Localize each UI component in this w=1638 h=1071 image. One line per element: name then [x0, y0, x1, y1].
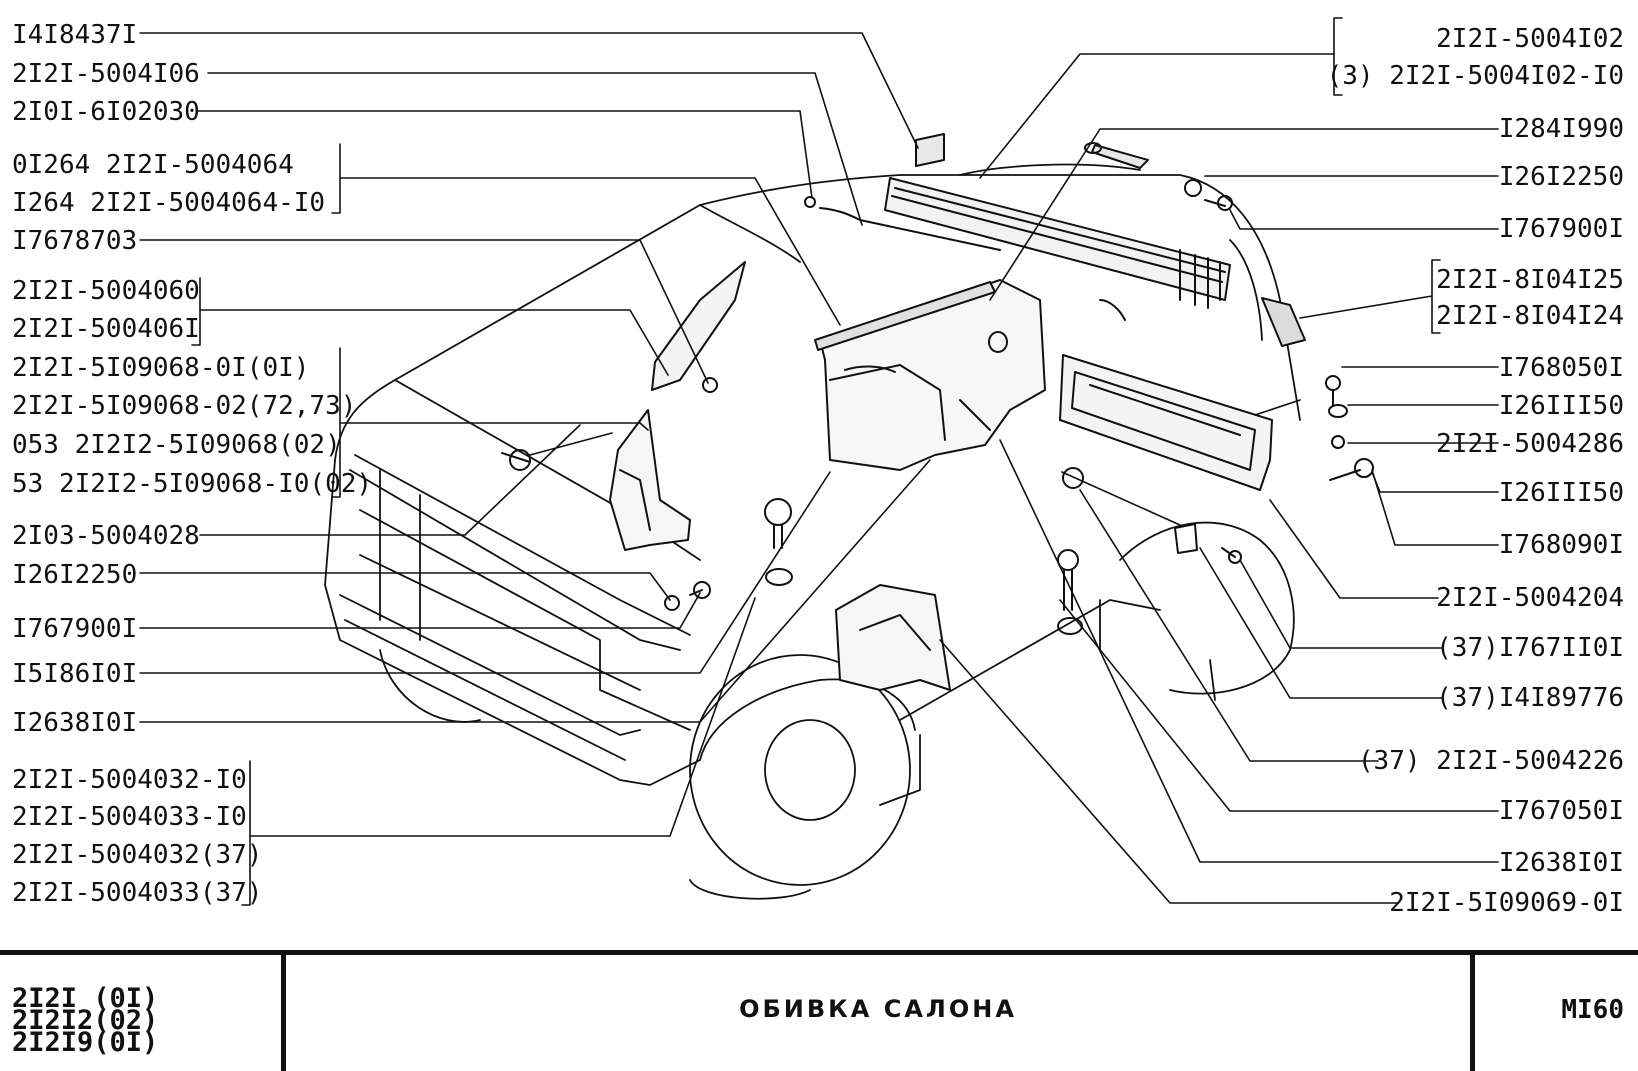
callout-label: I2638I0I [12, 708, 138, 738]
callout-label: 0I264 2I2I-5004064 [12, 150, 294, 180]
callout-label: 2I2I-5004033(37) [12, 878, 263, 908]
callout-label: I284I990 [1498, 114, 1624, 144]
callout-label: I4I8437I [12, 20, 138, 50]
roof-rail-part [884, 177, 1231, 321]
callout-label: I767050I [1498, 796, 1624, 826]
callout-label: I26III50 [1498, 391, 1624, 421]
callout-label: 2I2I-5004I02 [1436, 24, 1624, 54]
callout-label: 2I2I-5004I06 [12, 59, 200, 89]
sheet-number: MI60 [1561, 995, 1624, 1025]
callout-label: 2I2I-5I09068-02(72,73) [12, 391, 357, 421]
fasteners [501, 179, 1374, 635]
callout-label: 2I2I-5004060 [12, 276, 200, 306]
callout-label: (37) 2I2I-5004226 [1357, 746, 1624, 776]
callout-label: I767900I [1498, 214, 1624, 244]
leader-lines-right [939, 17, 1499, 904]
callout-label: 2I2I-5004033-I0 [12, 802, 247, 832]
model-code: 2I2I (0I) [12, 983, 159, 1014]
car-body-outline [324, 163, 1301, 900]
left-bracket-part [609, 409, 691, 551]
callout-label: (37)I4I89776 [1436, 683, 1624, 713]
callout-label: 53 2I2I2-5I09068-I0(02) [12, 469, 373, 499]
callout-label: 2I2I-5004032-I0 [12, 765, 247, 795]
callout-label: I2638I0I [1498, 848, 1624, 878]
sheet-title: ОБИВКА САЛОНА [739, 995, 1017, 1023]
callout-label: I7678703 [12, 226, 138, 256]
callout-label: 2I2I-5I09069-0I [1389, 888, 1624, 918]
title-block: 2I2I (0I) 2I2I2(02) 2I2I9(0I) ОБИВКА САЛ… [0, 950, 1638, 1071]
callout-label: I5I86I0I [12, 659, 138, 689]
vent-grille [1261, 297, 1306, 347]
callout-label: (37)I767II0I [1436, 633, 1624, 663]
callout-label: 2I2I-8I04I25 [1436, 265, 1624, 295]
title-cell: ОБИВКА САЛОНА [286, 955, 1470, 1071]
callout-label: 2I03-5004028 [12, 521, 200, 551]
clip-part [915, 133, 945, 167]
callout-label: I767900I [12, 614, 138, 644]
callout-label: 2I0I-6I02030 [12, 97, 200, 127]
rivet-part [1084, 142, 1149, 169]
callout-label: I26I2250 [12, 560, 138, 590]
model-code: 2I2I9(0I) [12, 1027, 159, 1058]
callout-label: 2I2I-5004204 [1436, 583, 1624, 613]
callout-label: I264 2I2I-5004064-I0 [12, 188, 326, 218]
callout-label: 2I2I-5004286 [1436, 429, 1624, 459]
lower-bracket-part [835, 584, 951, 691]
callout-label: 2I2I-8I04I24 [1436, 301, 1624, 331]
model-code: 2I2I2(02) [12, 1005, 159, 1036]
callout-label: 2I2I-5004032(37) [12, 840, 263, 870]
callout-label: (3) 2I2I-5004I02-I0 [1326, 61, 1624, 91]
callout-label: I26I2250 [1498, 162, 1624, 192]
model-list: 2I2I (0I) 2I2I2(02) 2I2I9(0I) [0, 955, 286, 1071]
callout-label: 053 2I2I2-5I09068(02) [12, 430, 341, 460]
callout-label: I768090I [1498, 530, 1624, 560]
right-trim-panel [1059, 354, 1273, 491]
leader-lines-left [139, 32, 931, 906]
callout-label: I768050I [1498, 353, 1624, 383]
callout-label: I26III50 [1498, 478, 1624, 508]
callout-label: 2I2I-5I09068-0I(0I) [12, 353, 310, 383]
pillar-bracket [651, 261, 746, 391]
sheet-number-cell: MI60 [1470, 955, 1638, 1071]
side-trim-panel [814, 279, 1046, 471]
callout-label: 2I2I-500406I [12, 314, 200, 344]
